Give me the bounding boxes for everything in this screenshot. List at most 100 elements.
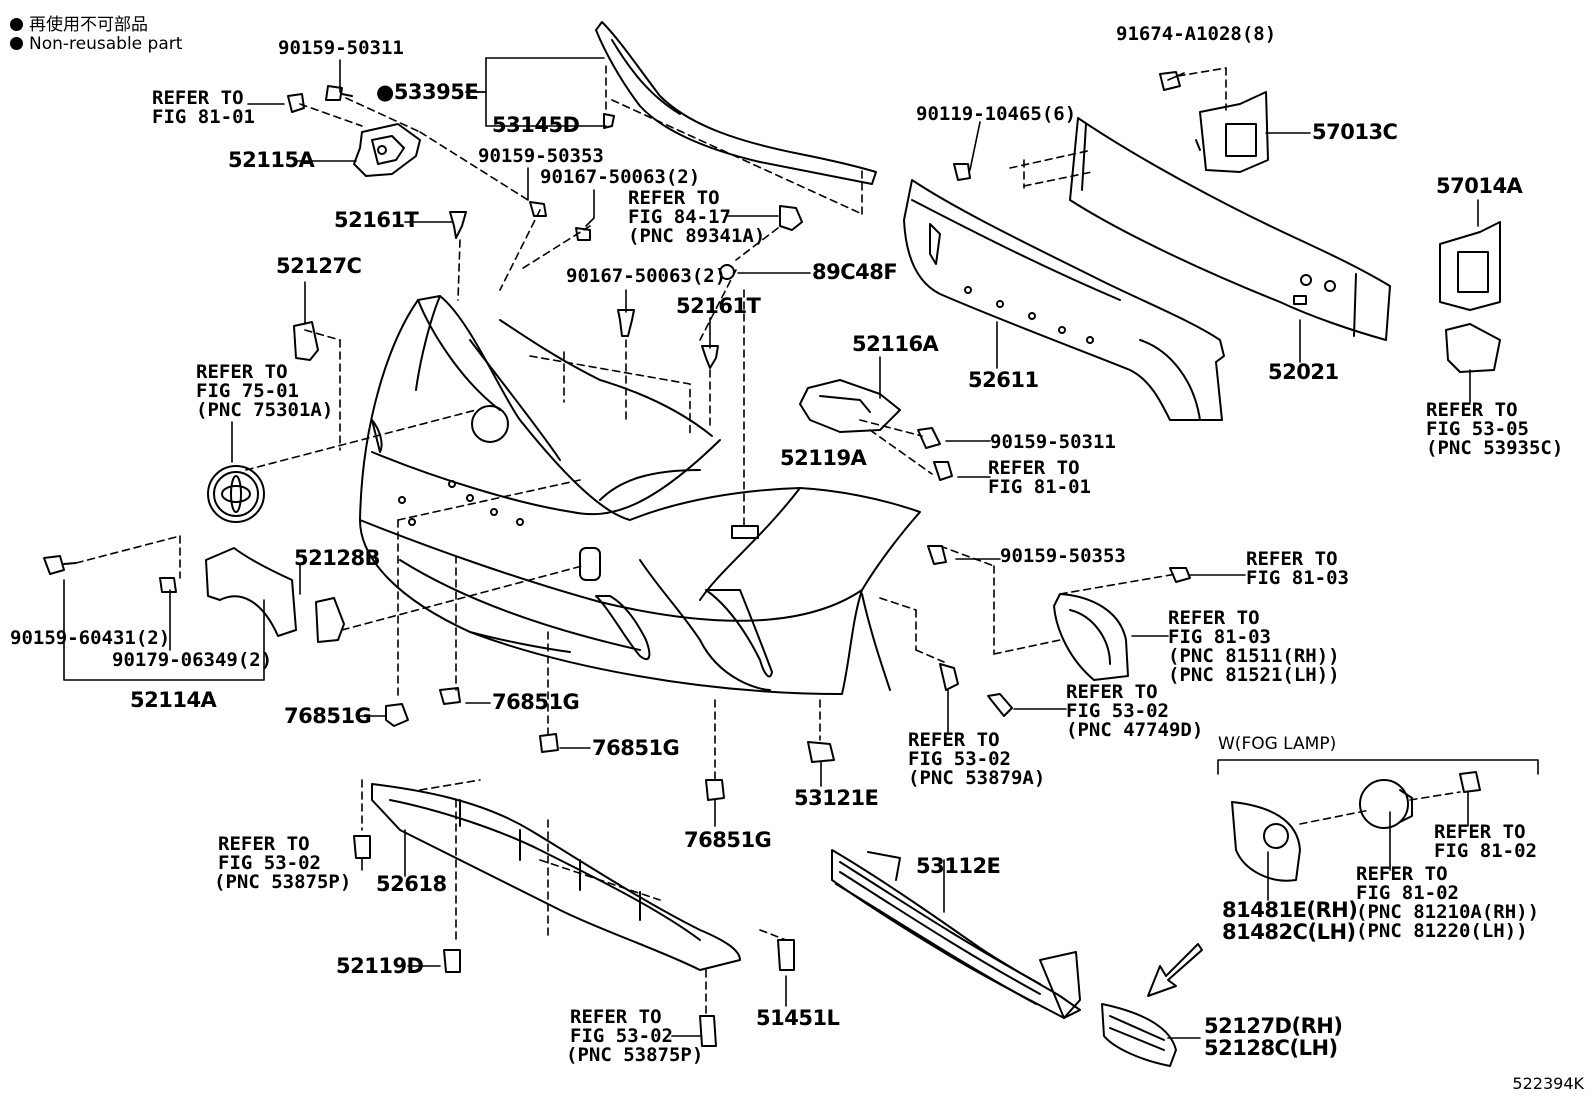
label-52127d: 52127D(RH) (1204, 1014, 1343, 1038)
label-52611: 52611 (968, 368, 1039, 392)
label-52161t: 52161T (334, 208, 419, 232)
label-fig-81-03: FIG 81-03 (1246, 567, 1349, 589)
label-76851g: 76851G (684, 828, 772, 852)
label-52128b: 52128B (294, 546, 381, 570)
label-53145d: 53145D (492, 113, 580, 137)
label-fig-75-01: FIG 75-01 (196, 380, 299, 402)
label-pnc-89341a: (PNC 89341A) (628, 225, 766, 247)
label-refer-to: REFER TO (152, 87, 244, 109)
label-52127c: 52127C (276, 254, 362, 278)
upper-rail-53395e (595, 21, 877, 185)
reinforcement-52021 (1069, 117, 1391, 341)
label-76851g: 76851G (492, 690, 580, 714)
emblem (207, 465, 265, 523)
label-pnc-53879a: (PNC 53879A) (908, 767, 1046, 789)
label-refer-to: REFER TO (988, 457, 1080, 479)
label-91674-a1028: 91674-A1028(8) (1116, 23, 1277, 45)
label-fig-53-02: FIG 53-02 (908, 748, 1011, 770)
label-57014a: 57014A (1436, 174, 1523, 198)
cap-52128b (315, 597, 345, 643)
bracket-52116a (799, 379, 901, 433)
label-pnc-81220: (PNC 81220(LH)) (1356, 920, 1528, 942)
leader-lines (63, 57, 1539, 1039)
label-90119-10465: 90119-10465(6) (916, 103, 1077, 125)
label-pnc-53875p: (PNC 53875P) (214, 871, 352, 893)
label-51451l: 51451L (756, 1006, 840, 1030)
label-52116a: 52116A (852, 332, 939, 356)
label-90167-50063: 90167-50063(2) (566, 265, 727, 287)
label-fog-lamp-group: W(FOG LAMP) (1218, 734, 1337, 754)
label-76851g: 76851G (284, 704, 372, 728)
legend-en: Non-reusable part (10, 34, 182, 54)
label-89c48f: 89C48F (812, 260, 898, 284)
label-refer-to: REFER TO (1246, 548, 1338, 570)
label-refer-to: REFER TO (628, 187, 720, 209)
label-52021: 52021 (1268, 360, 1339, 384)
fog-lamp-parts (1231, 779, 1413, 882)
label-fig-81-02: FIG 81-02 (1356, 882, 1459, 904)
fog-cover-81511 (1053, 593, 1129, 681)
label-90167-50063: 90167-50063(2) (540, 166, 701, 188)
label-53112e: 53112E (916, 854, 1001, 878)
cap-52127c (293, 321, 319, 361)
legend-jp: 再使用不可部品 (10, 10, 148, 35)
label-90159-50353: 90159-50353 (478, 145, 604, 167)
label-90159-50311: 90159-50311 (278, 37, 404, 59)
label-fig-81-01: FIG 81-01 (988, 476, 1091, 498)
fasteners (43, 71, 1481, 1047)
grille-52127d (1101, 1003, 1177, 1067)
label-refer-to: REFER TO (1426, 399, 1518, 421)
label-81481e: 81481E(RH) (1222, 898, 1358, 922)
label-53395e: ●53395E (376, 80, 479, 104)
absorber-52611 (903, 179, 1225, 421)
label-pnc-81521: (PNC 81521(LH)) (1168, 664, 1340, 686)
label-52119d: 52119D (336, 954, 424, 978)
label-90159-50311: 90159-50311 (990, 431, 1116, 453)
bumper-cover-52119a (359, 295, 921, 695)
label-fig-81-02: FIG 81-02 (1434, 840, 1537, 862)
bracket-52114a (205, 547, 297, 637)
label-refer-to: REFER TO (1168, 607, 1260, 629)
grille-53112e (831, 849, 1081, 1019)
bracket-57014a (1439, 221, 1501, 311)
diagram-code: 522394K (1512, 1074, 1584, 1093)
label-90159-50353: 90159-50353 (1000, 545, 1126, 567)
label-81482c: 81482C(LH) (1222, 920, 1356, 944)
bracket-52115a (353, 123, 421, 177)
label-pnc-75301a: (PNC 75301A) (196, 399, 334, 421)
label-90159-60431: 90159-60431(2) (10, 627, 171, 649)
label-pnc-81210a: (PNC 81210A(RH)) (1356, 901, 1540, 923)
label-fig-53-05: FIG 53-05 (1426, 418, 1529, 440)
label-refer-to: REFER TO (570, 1006, 662, 1028)
label-refer-to: REFER TO (218, 833, 310, 855)
label-pnc-53935c: (PNC 53935C) (1426, 437, 1564, 459)
label-52618: 52618 (376, 872, 447, 896)
label-53121e: 53121E (794, 786, 879, 810)
label-refer-to: REFER TO (196, 361, 288, 383)
label-fig-53-02: FIG 53-02 (218, 852, 321, 874)
label-fig-81-03: FIG 81-03 (1168, 626, 1271, 648)
label-fig-84-17: FIG 84-17 (628, 206, 731, 228)
label-refer-to: REFER TO (908, 729, 1000, 751)
label-pnc-53875p: (PNC 53875P) (566, 1044, 704, 1066)
label-76851g: 76851G (592, 736, 680, 760)
label-52115a: 52115A (228, 148, 315, 172)
label-refer-to: REFER TO (1066, 681, 1158, 703)
label-refer-to: REFER TO (1356, 863, 1448, 885)
undercover-52618 (371, 783, 741, 971)
label-fig-81-01: FIG 81-01 (152, 106, 255, 128)
label-52161t: 52161T (676, 294, 761, 318)
label-pnc-81511: (PNC 81511(RH)) (1168, 645, 1340, 667)
label-52119a: 52119A (780, 446, 867, 470)
label-52114a: 52114A (130, 688, 217, 712)
label-fig-53-02: FIG 53-02 (1066, 700, 1169, 722)
label-refer-to: REFER TO (1434, 821, 1526, 843)
bracket-57013c (1195, 91, 1269, 173)
label-90179-06349: 90179-06349(2) (112, 649, 273, 671)
bracket-53935c (1445, 323, 1501, 373)
direction-arrow (1147, 943, 1203, 997)
label-fig-53-02: FIG 53-02 (570, 1025, 673, 1047)
label-57013c: 57013C (1312, 120, 1398, 144)
